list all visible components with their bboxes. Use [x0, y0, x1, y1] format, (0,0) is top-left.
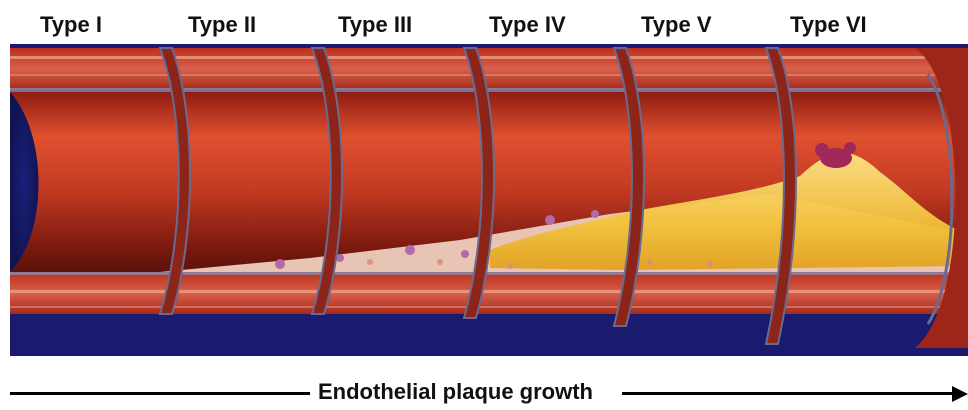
axis-label: Endothelial plaque growth: [318, 379, 593, 405]
artery-wall-top: [10, 48, 968, 90]
stage-label-type-1: Type I: [40, 12, 102, 38]
stage-label-type-3: Type III: [338, 12, 412, 38]
stage-label-type-5: Type V: [641, 12, 712, 38]
stage-label-type-2: Type II: [188, 12, 256, 38]
growth-axis: Endothelial plaque growth: [0, 376, 968, 406]
arrowhead-icon: [952, 386, 968, 402]
axis-line-right: [622, 392, 956, 395]
stage-label-type-4: Type IV: [489, 12, 566, 38]
artery-illustration: [10, 44, 968, 356]
axis-line-left: [10, 392, 310, 395]
stage-label-type-6: Type VI: [790, 12, 867, 38]
